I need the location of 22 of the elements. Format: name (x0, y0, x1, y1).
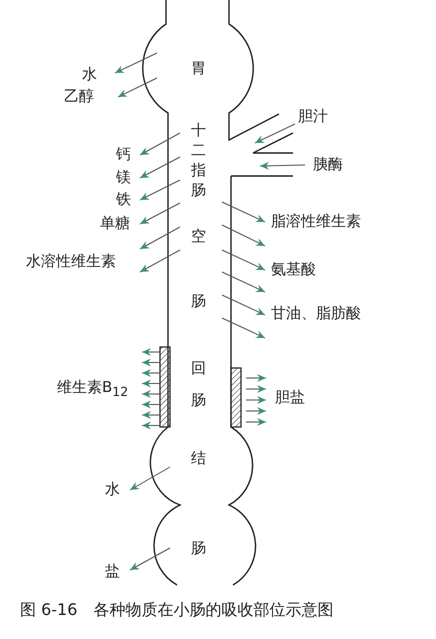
substance-label: 单糖 (100, 215, 130, 232)
substance-label: 脂溶性维生素 (271, 213, 361, 230)
substance-label: 盐 (105, 563, 120, 580)
substance-label: 甘油、脂肪酸 (271, 305, 361, 322)
substance-label: 钙 (116, 146, 131, 163)
substance-label: 水溶性维生素 (26, 253, 116, 270)
organ-label: 结肠 (191, 448, 206, 559)
substance-label: 水 (105, 481, 120, 498)
substance-label: 乙醇 (64, 88, 94, 105)
substance-label: 镁 (116, 169, 131, 186)
secretion-label: 胆汁 (298, 108, 328, 125)
organ-label: 回肠 (191, 358, 206, 411)
substance-label: 水 (82, 66, 97, 83)
substance-label: 维生素B$_{12}$ (57, 379, 128, 400)
organ-label: 十二指肠 (191, 120, 206, 200)
substance-label: 氨基酸 (271, 261, 316, 278)
organ-label: 胃 (191, 60, 206, 77)
substance-label: 胆盐 (275, 389, 305, 406)
organ-label: 空肠 (191, 226, 206, 312)
caption: 图 6-16 各种物质在小肠的吸收部位示意图 (20, 600, 334, 621)
secretion-label: 胰酶 (313, 156, 343, 173)
substance-label: 铁 (116, 191, 131, 208)
